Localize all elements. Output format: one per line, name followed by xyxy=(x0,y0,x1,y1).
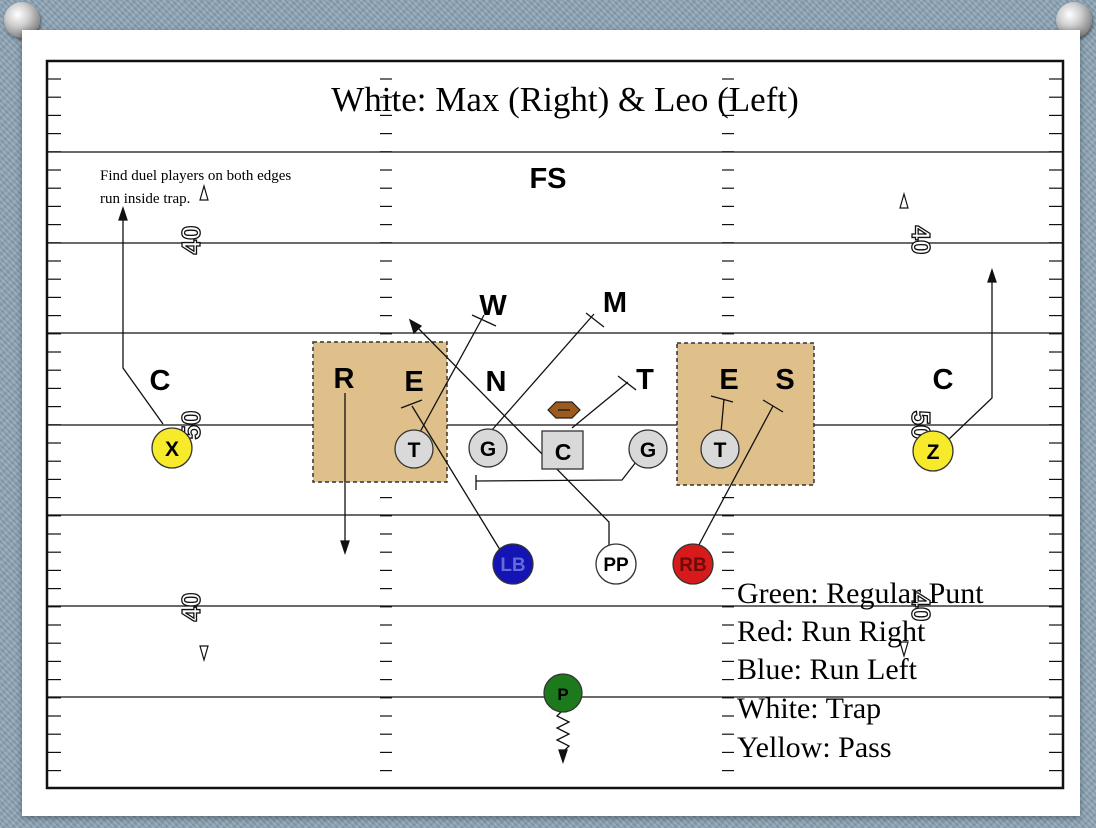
player-lb: LB xyxy=(500,555,525,576)
defender-fs: FS xyxy=(529,163,566,195)
offense xyxy=(151,427,954,713)
triangle-right-top xyxy=(899,191,909,209)
defender-w: W xyxy=(479,290,507,322)
t-right-block xyxy=(720,398,725,433)
note-line-2: run inside trap. xyxy=(100,191,190,207)
player-x-circle xyxy=(151,427,193,469)
defender-c-left: C xyxy=(150,365,171,397)
t-left-block-cap xyxy=(471,314,497,327)
assignment-lines xyxy=(118,205,997,765)
player-t-right-circle xyxy=(700,429,740,469)
player-t-right: T xyxy=(714,439,727,462)
punter-zigzag xyxy=(555,709,571,753)
player-g-left: G xyxy=(480,438,496,461)
g-right-trap-block xyxy=(475,461,637,482)
player-pp: PP xyxy=(603,555,629,576)
player-z-circle xyxy=(912,430,954,472)
offense-labels: X T G C G T Z LB PP RB P xyxy=(165,438,940,704)
defense: FS W M C R E N T E S C xyxy=(150,163,954,398)
field-lines xyxy=(45,59,1065,790)
defender-e-left: E xyxy=(404,366,423,398)
c-block-cap xyxy=(617,375,637,391)
t-left-block xyxy=(419,314,485,433)
player-rb-circle xyxy=(672,543,714,585)
player-lb-circle xyxy=(492,543,534,585)
defender-r: R xyxy=(334,363,355,395)
legend-blue: Blue: Run Left xyxy=(737,653,918,686)
play-title: White: Max (Right) & Leo (Left) xyxy=(331,80,799,119)
player-rb: RB xyxy=(679,555,706,576)
player-x: X xyxy=(165,438,179,461)
pp-trap-arrow xyxy=(408,318,423,335)
legend-white: White: Trap xyxy=(737,692,881,725)
lb-block xyxy=(411,405,503,554)
x-route xyxy=(122,218,164,425)
c-block xyxy=(571,381,629,429)
z-route-arrow xyxy=(987,267,997,283)
triangle-left-bot xyxy=(199,645,209,663)
player-t-left-circle xyxy=(394,429,434,469)
defender-m: M xyxy=(603,287,627,319)
x-route-arrow xyxy=(118,205,128,221)
legend-green: Green: Regular Punt xyxy=(737,577,984,610)
lb-block-cap xyxy=(400,399,423,409)
yard-number-left-bot: 40 xyxy=(176,593,206,622)
z-route xyxy=(947,280,993,441)
t-right-block-cap xyxy=(710,395,734,403)
defender-s: S xyxy=(775,364,794,396)
player-c: C xyxy=(555,439,572,465)
right-shaded-zone xyxy=(676,342,815,486)
g-left-block xyxy=(491,313,595,431)
r-route-arrow xyxy=(340,540,350,556)
player-g-right: G xyxy=(640,439,656,462)
legend-yellow: Yellow: Pass xyxy=(737,731,892,764)
player-z: Z xyxy=(927,441,940,464)
defender-t: T xyxy=(636,364,654,396)
defender-c-right: C xyxy=(933,364,954,396)
rb-block xyxy=(692,405,774,557)
player-pp-circle xyxy=(595,543,637,585)
yard-number-right-top: 40 xyxy=(906,226,936,255)
player-g-right-circle xyxy=(628,429,668,469)
pp-trap-path xyxy=(417,327,610,549)
player-p: P xyxy=(557,685,568,704)
player-t-left: T xyxy=(408,439,421,462)
triangle-left-top xyxy=(199,183,209,201)
g-left-block-cap xyxy=(585,312,605,328)
rb-block-cap xyxy=(762,399,784,413)
triangle-right-bot xyxy=(899,641,909,659)
legend: Green: Regular Punt Red: Run Right Blue:… xyxy=(737,577,984,764)
defender-n: N xyxy=(486,366,507,398)
player-p-circle xyxy=(543,673,583,713)
legend-red: Red: Run Right xyxy=(737,615,926,648)
yard-numbers: 40 50 40 40 50 40 xyxy=(175,225,936,622)
defender-e-right: E xyxy=(719,364,738,396)
direction-triangles xyxy=(199,183,909,663)
player-c-square xyxy=(541,430,584,470)
punter-arrow xyxy=(558,749,568,765)
note-line-1: Find duel players on both edges xyxy=(100,168,291,184)
yard-number-left-top: 40 xyxy=(176,226,206,255)
player-g-left-circle xyxy=(468,428,508,468)
yard-number-right-bot: 40 xyxy=(906,593,936,622)
